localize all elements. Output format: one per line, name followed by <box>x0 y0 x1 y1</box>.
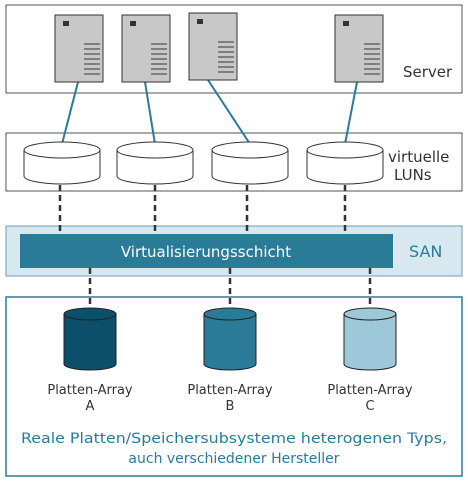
lun-tier-label-line1: virtuelle <box>388 148 449 166</box>
array-a-label-line2: A <box>86 399 95 414</box>
array-b-label-line2: B <box>226 399 235 414</box>
virtualization-layer-bar <box>20 234 393 268</box>
server-4 <box>334 14 384 83</box>
server-tier-label: Server <box>403 63 453 81</box>
server-1 <box>54 14 104 83</box>
link-server4-lun4 <box>344 81 358 145</box>
virtualization-layer-label: Virtualisierungsschicht <box>121 243 291 261</box>
san-tier-label: SAN <box>409 242 442 261</box>
storage-caption-line2: auch verschiedener Hersteller <box>128 451 339 467</box>
link-server1-lun1 <box>61 81 79 145</box>
server-3 <box>188 12 238 81</box>
platten-array-c <box>343 307 397 371</box>
array-c-label-line2: C <box>365 399 374 414</box>
array-a-label-line1: Platten-Array <box>47 383 133 398</box>
lun-tier-label-line2: LUNs <box>394 166 432 184</box>
array-b-label-line1: Platten-Array <box>187 383 273 398</box>
virtual-lun-4 <box>306 141 384 185</box>
virtual-lun-3 <box>211 141 289 185</box>
storage-caption-line1: Reale Platten/Speichersubsysteme heterog… <box>21 431 447 447</box>
server-2 <box>121 14 171 83</box>
link-server3-lun3 <box>207 79 251 145</box>
platten-array-b <box>203 307 257 371</box>
platten-array-a <box>63 307 117 371</box>
virtual-lun-2 <box>116 141 194 185</box>
virtual-lun-1 <box>23 141 101 185</box>
array-c-label-line1: Platten-Array <box>327 383 413 398</box>
link-server2-lun2 <box>144 81 156 145</box>
